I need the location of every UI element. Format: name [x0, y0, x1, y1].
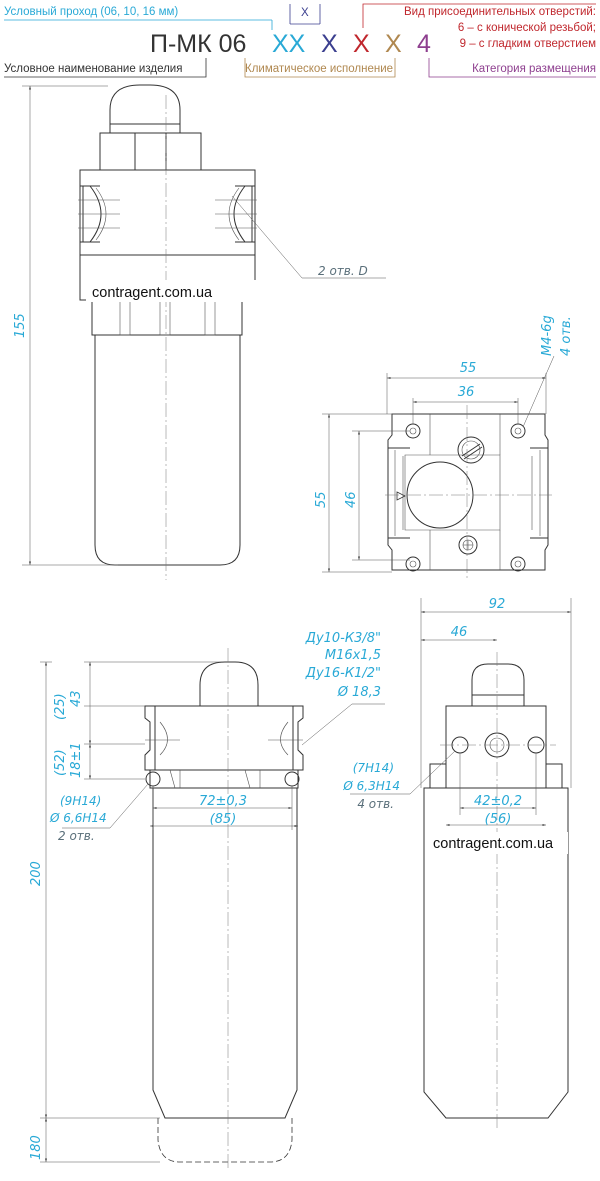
- front-dim-155: 155: [13, 313, 28, 338]
- br-dim-56: (56): [485, 812, 512, 827]
- top-dim-width-inner: 36: [458, 385, 475, 400]
- bl-port-4: Ø 18,3: [337, 685, 381, 700]
- bottom-right-view: 92 46 42±0,2 (56) (7H14) Ø 6,3H14 4 отв.: [342, 597, 572, 1130]
- bl-port-1: Ду10-К3/8": [305, 631, 381, 646]
- bl-hole-tol: (9H14): [60, 794, 101, 808]
- br-hole-tol: (7H14): [353, 761, 394, 775]
- model-code-passage: ХХ: [272, 30, 306, 58]
- bl-dim-43: 43: [69, 690, 84, 707]
- front-hole-callout: 2 отв. D: [318, 264, 368, 278]
- top-dim-height-inner: 46: [344, 491, 359, 508]
- br-dim-42: 42±0,2: [474, 794, 522, 809]
- bottom-left-view: (25) 43 (52) 18±1 200 180 72±0,3 (85) (9…: [29, 631, 385, 1170]
- bl-dim-52: (52): [53, 749, 68, 776]
- label-category: Категория размещения: [472, 63, 596, 75]
- watermark-top: contragent.com.ua: [92, 285, 213, 301]
- front-view: 2 отв. D 155: [13, 84, 386, 580]
- model-code-connection: Х: [353, 30, 370, 58]
- designation-header: Условный проход (06, 10, 16 мм) Х Вид пр…: [4, 3, 596, 78]
- watermark-bottom: contragent.com.ua: [433, 836, 554, 852]
- model-code-climate: Х: [385, 30, 402, 58]
- label-x-marker: Х: [301, 7, 309, 19]
- top-dim-width-outer: 55: [460, 361, 477, 376]
- top-thread-count: 4 отв.: [559, 316, 574, 356]
- br-hole-count: 4 отв.: [357, 797, 394, 811]
- label-connection-title: Вид присоединительных отверстий:: [404, 6, 596, 18]
- model-code-prefix: П-МК 06: [150, 30, 246, 58]
- bl-port-3: Ду16-К1/2": [305, 666, 381, 681]
- top-thread: M4-6g: [540, 315, 555, 356]
- top-view: 55 36 55 46 M4-6g 4 отв.: [314, 315, 574, 580]
- bl-dim-72: 72±0,3: [199, 794, 247, 809]
- label-passage: Условный проход (06, 10, 16 мм): [4, 6, 178, 18]
- model-code-x: Х: [321, 30, 338, 58]
- label-name: Условное наименование изделия: [4, 63, 182, 75]
- bl-dim-200: 200: [29, 861, 44, 886]
- model-code-category: 4: [417, 30, 431, 58]
- label-climate: Климатическое исполнение: [245, 63, 393, 75]
- br-hole-dia: Ø 6,3H14: [342, 779, 400, 793]
- br-dim-92: 92: [489, 597, 506, 612]
- top-dim-height-outer: 55: [314, 491, 329, 508]
- bl-hole-dia: Ø 6,6H14: [49, 811, 107, 825]
- bl-dim-25: (25): [53, 693, 68, 720]
- bl-dim-85: (85): [210, 812, 237, 827]
- label-connection-opt2: 9 – с гладким отверстием: [460, 38, 596, 50]
- label-connection-opt1: 6 – с конической резьбой;: [458, 22, 596, 34]
- bl-dim-180: 180: [29, 1135, 44, 1160]
- bl-dim-18: 18±1: [69, 742, 84, 778]
- br-dim-46: 46: [451, 625, 468, 640]
- bl-port-2: М16х1,5: [325, 648, 381, 663]
- bl-hole-count: 2 отв.: [58, 829, 95, 843]
